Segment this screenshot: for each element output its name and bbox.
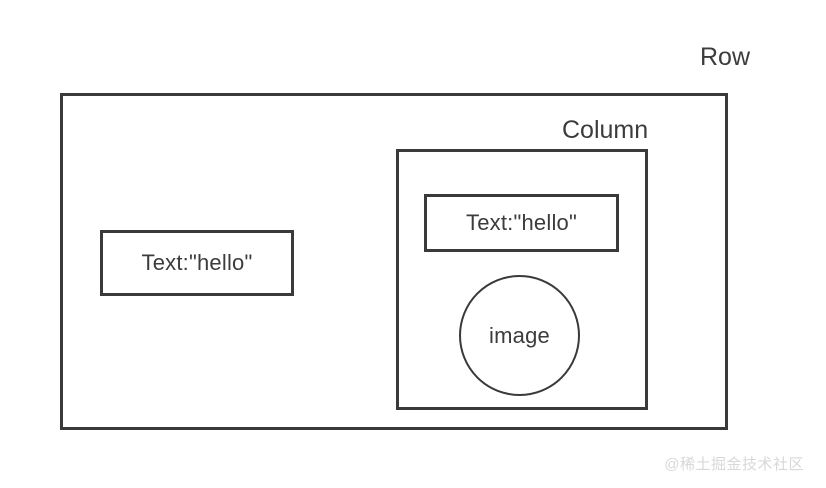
text-widget-inner: Text:"hello" xyxy=(424,194,619,252)
row-container-caption: Row xyxy=(700,43,751,71)
text-widget-inner-label: Text:"hello" xyxy=(466,210,577,235)
image-widget-circle: image xyxy=(459,275,580,396)
watermark: @稀土掘金技术社区 xyxy=(664,456,804,473)
text-widget-left: Text:"hello" xyxy=(100,230,294,296)
column-container-caption: Column xyxy=(562,116,649,144)
text-widget-left-label: Text:"hello" xyxy=(141,250,253,275)
image-widget-label: image xyxy=(489,322,550,348)
